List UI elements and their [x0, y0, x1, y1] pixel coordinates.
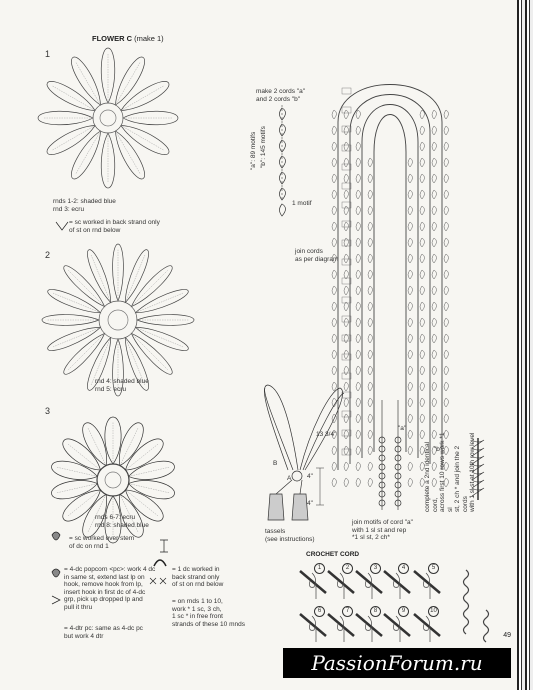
tassel-dim-2: 4" [307, 500, 313, 507]
crochet-cord-step-marker: 7 [342, 606, 353, 617]
crochet-cord-title: CROCHET CORD [306, 551, 360, 558]
crochet-cord-step-marker: 6 [314, 606, 325, 617]
round-4-5-note: rnd 4: shaded blue rnd 5: ecru [95, 378, 149, 393]
tassel-dim-1: 4" [307, 473, 313, 480]
one-motif-label: 1 motif [292, 200, 312, 207]
flower-3-diagram [51, 416, 175, 544]
page-number: 49 [503, 632, 511, 639]
step-2-marker: 2 [45, 250, 51, 260]
make-cords-note: make 2 cords "a" and 2 cords "b" [256, 88, 306, 103]
dtr-popcorn-legend: = 4-dtr pc: same as 4-dc pc but work 4 d… [64, 625, 143, 640]
rounds-1-10-legend: = on rnds 1 to 10, work * 1 sc, 3 ch, 1 … [172, 598, 245, 628]
cord-assembly [331, 84, 449, 510]
watermark: PassionForum.ru [283, 648, 511, 678]
rounds-6-8-note: rnds 6-7: ecru rnd 8: shaded blue [95, 514, 149, 529]
join-motifs-note: join motifs of cord "a" with 1 sl st and… [352, 519, 413, 541]
step-1-marker: 1 [45, 49, 51, 59]
flower-2-diagram [41, 243, 195, 397]
cord-label-b: "b" [434, 446, 443, 453]
crochet-cord-illustrations [299, 569, 490, 643]
tassel-label-b: B [273, 460, 278, 467]
crochet-cord-step-marker: 9 [398, 606, 409, 617]
legend-symbols [51, 221, 168, 605]
step-3-marker: 3 [45, 406, 51, 416]
dc-back-strand-legend: = 1 dc worked in back strand only of st … [172, 566, 224, 588]
sc-back-strand-note: = sc worked in back strand only of st on… [69, 219, 160, 234]
cord-sample [279, 105, 286, 217]
cord-zigzag-sample [471, 438, 485, 500]
flower-1-diagram [37, 47, 179, 189]
crochet-cord-step-marker: 8 [370, 606, 381, 617]
crochet-cord-step-marker: 1 [314, 563, 325, 574]
motifs-a-count: "a": 89 motifs [250, 131, 257, 170]
motifs-b-count: "b": 145 motifs [260, 126, 267, 168]
rounds-1-2-note: rnds 1-2: shaded blue rnd 3: ecru [53, 198, 116, 213]
tassel-diagram [264, 384, 345, 521]
popcorn-legend: = 4-dc popcorn <pc>: work 4 dc in same s… [64, 566, 156, 611]
crochet-cord-step-marker: 3 [370, 563, 381, 574]
crochet-cord-step-marker: 2 [342, 563, 353, 574]
crochet-cord-step-marker: 5 [428, 563, 439, 574]
cord-label-a: "a" [398, 425, 407, 432]
crochet-cord-step-marker: 10 [428, 606, 439, 617]
tassel-length: 13 3/4" [316, 431, 337, 438]
page-binding [517, 0, 533, 690]
complete-cord-note: complete a 2nd identical cord, across fi… [424, 432, 476, 512]
flower-title: FLOWER C (make 1) [92, 34, 164, 43]
tassel-label-a: A [287, 475, 292, 482]
crochet-cord-step-marker: 4 [398, 563, 409, 574]
sc-over-stem-note: = sc worked over stem of dc on rnd 1 [69, 535, 135, 550]
tassel-caption: tassels (see instructions) [265, 528, 315, 543]
join-cords-note: join cords as per diagram [295, 248, 339, 263]
